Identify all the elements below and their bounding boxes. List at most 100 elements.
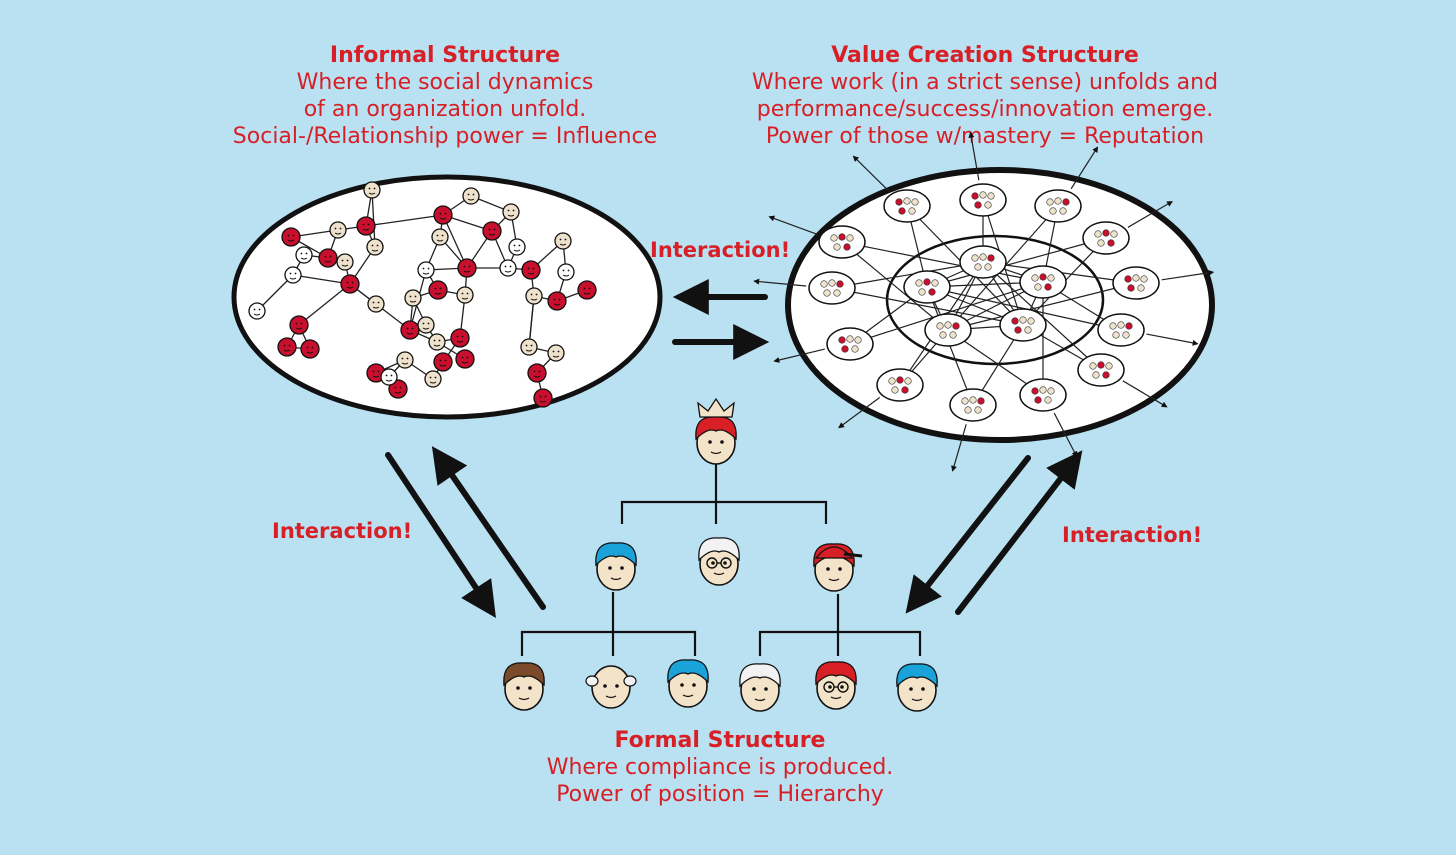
formal-structure-line-2: Power of position = Hierarchy [556, 782, 884, 807]
value-creation-team [826, 327, 874, 361]
informal-structure-line-1: Where the social dynamics [296, 70, 594, 95]
value-creation-team [1112, 266, 1160, 300]
informal-node [527, 363, 547, 383]
arrow-value-to-formal [905, 455, 1031, 614]
ceo-face [695, 397, 737, 465]
arrow-formal-to-value [955, 450, 1083, 615]
informal-node [380, 368, 398, 386]
informal-node [428, 333, 446, 351]
informal-node [289, 315, 309, 335]
employee-face-5 [815, 661, 857, 710]
informal-node [295, 246, 313, 264]
manager-face-middle [698, 537, 740, 586]
arrow-formal-to-informal [431, 446, 546, 610]
informal-node [428, 280, 448, 300]
informal-node [450, 328, 470, 348]
informal-node [318, 248, 338, 268]
informal-node [281, 227, 301, 247]
informal-node [499, 259, 517, 277]
employee-face-1 [503, 662, 545, 711]
informal-node [577, 280, 597, 300]
informal-node [525, 287, 543, 305]
informal-node [356, 216, 376, 236]
informal-node [367, 295, 385, 313]
informal-node [363, 181, 381, 199]
informal-node [508, 238, 526, 256]
employee-face-2 [585, 665, 637, 709]
informal-node [557, 263, 575, 281]
informal-node [340, 274, 360, 294]
informal-node [400, 320, 420, 340]
value-creation-team [818, 225, 866, 259]
value-creation-team [1077, 353, 1125, 387]
interaction-label-top: Interaction! [650, 238, 791, 262]
value-creation-team [1097, 313, 1145, 347]
informal-node [424, 370, 442, 388]
informal-node [417, 261, 435, 279]
value-creation-team [903, 270, 951, 304]
value-creation-team [883, 189, 931, 223]
informal-structure-line-3: Social-/Relationship power = Influence [232, 124, 658, 149]
interaction-label-left: Interaction! [272, 519, 413, 543]
informal-network [231, 174, 663, 420]
employee-face-6 [896, 663, 938, 712]
manager-face-right [813, 543, 863, 592]
informal-node [300, 339, 320, 359]
formal-hierarchy [520, 462, 922, 656]
employee-face-4 [739, 663, 781, 712]
value-creation-team [959, 183, 1007, 217]
informal-node [521, 260, 541, 280]
informal-node [433, 352, 453, 372]
informal-node [455, 349, 475, 369]
value-creation-team [924, 313, 972, 347]
formal-structure-line-1: Where compliance is produced. [546, 755, 894, 780]
informal-node [502, 203, 520, 221]
manager-face-left [595, 542, 637, 591]
value-creation-structure-line-2: performance/success/innovation emerge. [756, 97, 1214, 122]
formal-structure-caption: Formal Structure Where compliance is pro… [480, 727, 960, 808]
interaction-arrows [385, 279, 1083, 619]
informal-node [547, 291, 567, 311]
formal-structure-title: Formal Structure [614, 728, 826, 753]
value-creation-team [949, 388, 997, 422]
informal-node [533, 388, 553, 408]
value-creation-team [1034, 189, 1082, 223]
informal-structure-line-2: of an organization unfold. [303, 97, 587, 122]
interaction-label-right: Interaction! [1062, 523, 1203, 547]
value-creation-team [876, 368, 924, 402]
informal-node [462, 187, 480, 205]
informal-node [248, 302, 266, 320]
informal-node [520, 338, 538, 356]
value-creation-team [1019, 265, 1067, 299]
arrow-informal-to-formal [385, 452, 496, 619]
employee-face-3 [667, 659, 709, 708]
value-creation-team [999, 308, 1047, 342]
informal-node [456, 286, 474, 304]
informal-node [457, 258, 477, 278]
value-creation-team [1019, 378, 1067, 412]
informal-node [417, 316, 435, 334]
value-creation-network [753, 131, 1215, 472]
informal-structure-caption: Informal Structure Where the social dyna… [200, 42, 690, 150]
informal-node [431, 228, 449, 246]
informal-node [336, 253, 354, 271]
informal-node [277, 337, 297, 357]
informal-node [388, 379, 408, 399]
informal-node [284, 266, 302, 284]
informal-node [404, 289, 422, 307]
value-creation-structure-line-3: Power of those w/mastery = Reputation [765, 124, 1205, 149]
value-creation-team [959, 245, 1007, 279]
informal-node [547, 344, 565, 362]
value-creation-structure-line-1: Where work (in a strict sense) unfolds a… [751, 70, 1219, 95]
hierarchy-faces [503, 397, 938, 712]
informal-node [482, 221, 502, 241]
informal-structure-title: Informal Structure [329, 43, 561, 68]
value-creation-structure-caption: Value Creation Structure Where work (in … [740, 42, 1230, 150]
informal-node [554, 232, 572, 250]
informal-node [329, 221, 347, 239]
value-creation-team [1082, 221, 1130, 255]
value-creation-structure-title: Value Creation Structure [831, 43, 1139, 68]
informal-node [396, 351, 414, 369]
informal-node [433, 205, 453, 225]
